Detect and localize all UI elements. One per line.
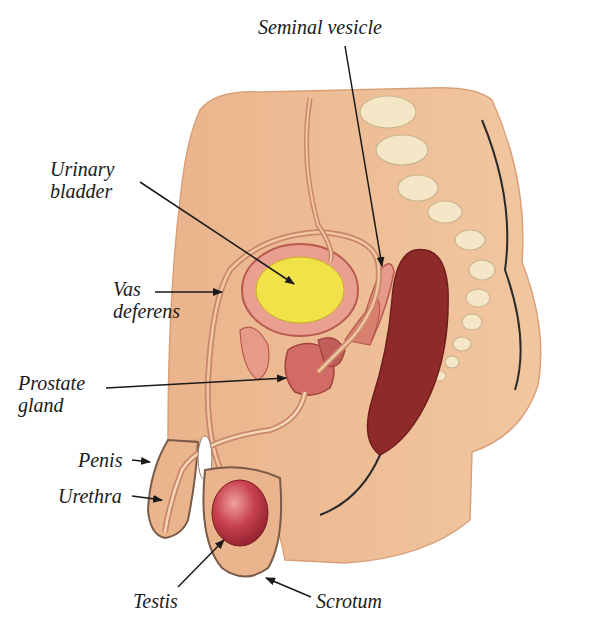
part-label: Vas deferens <box>113 278 199 322</box>
part-label: Testis <box>133 590 178 612</box>
leader-line <box>266 578 311 597</box>
vas-deferens <box>208 232 379 505</box>
body-silhouette <box>168 88 541 563</box>
pubic-tissue <box>240 327 269 380</box>
leader-line <box>178 540 224 587</box>
leader-line <box>106 378 286 388</box>
ureter <box>306 98 331 262</box>
testis <box>212 480 268 546</box>
scrotum <box>203 467 281 576</box>
rectum-wall <box>320 455 380 515</box>
ureter-inner <box>306 98 331 262</box>
part-label: Urethra <box>58 485 122 507</box>
vas-deferens-inner <box>208 232 379 505</box>
leader-line <box>345 46 382 266</box>
leader-lines <box>106 46 382 597</box>
part-label: Seminal vesicle <box>258 16 382 38</box>
leader-line <box>155 291 222 293</box>
part-label: Scrotum <box>316 590 382 612</box>
urinary-bladder <box>242 244 358 336</box>
leader-line <box>132 496 162 500</box>
leader-line <box>140 182 294 284</box>
part-label: Urinary bladder <box>50 158 142 202</box>
leader-line <box>132 460 150 462</box>
part-label: Prostate gland <box>18 372 108 416</box>
back-contour <box>482 120 521 390</box>
part-label: Penis <box>78 449 122 471</box>
